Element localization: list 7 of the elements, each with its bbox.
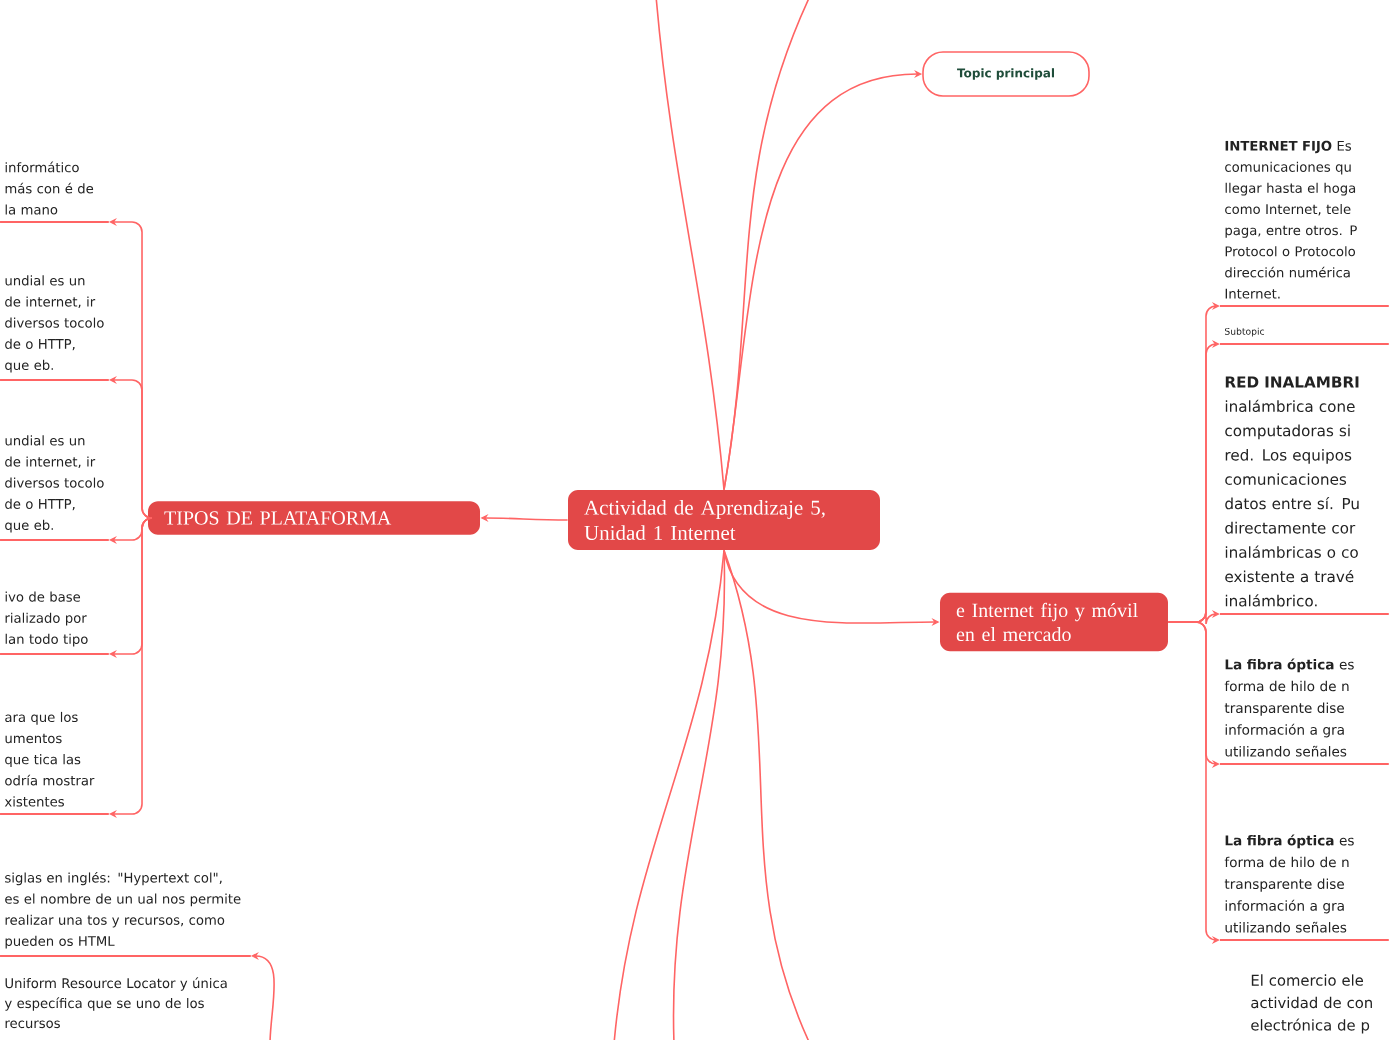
topic-box: Actividad de Aprendizaje 5, Unidad 1 Internet	[568, 490, 880, 550]
connector	[655, 0, 725, 491]
topic-box: e Internet fijo y móvil en el mercado	[940, 592, 1168, 652]
topic-box: TIPOS DE PLATAFORMA	[148, 501, 480, 535]
connector	[672, 549, 726, 1040]
connector	[723, 0, 811, 491]
connector	[723, 549, 811, 1040]
